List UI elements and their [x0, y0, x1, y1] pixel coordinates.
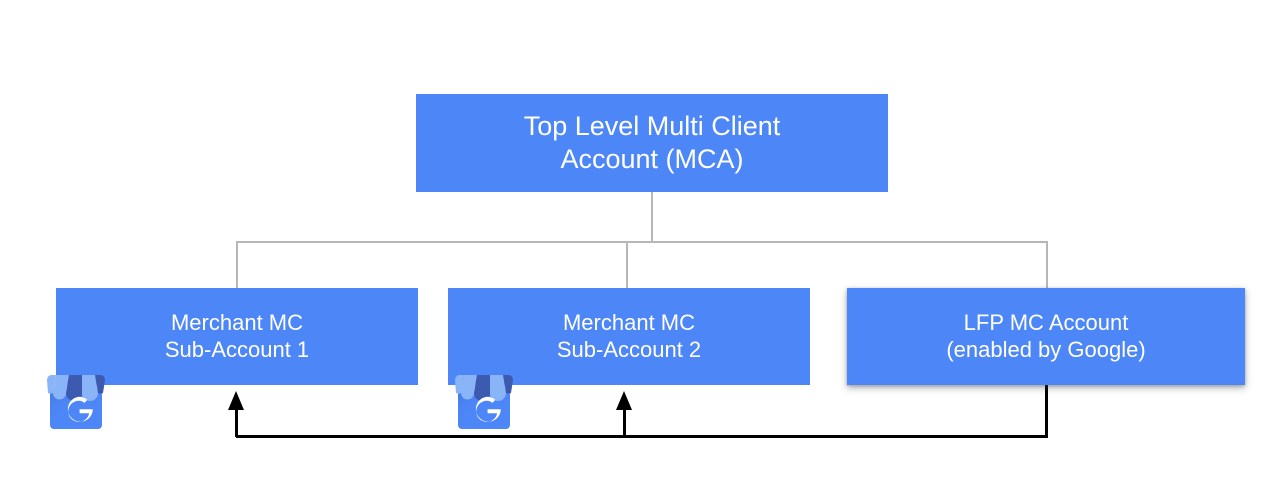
node-top-level-mca[interactable]: Top Level Multi Client Account (MCA): [416, 94, 888, 192]
node-merchant-sub-account-2[interactable]: Merchant MC Sub-Account 2: [448, 288, 810, 385]
connector-drop-lfp: [1046, 241, 1048, 290]
node-merchant-sub-account-1-label: Merchant MC Sub-Account 1: [164, 309, 310, 362]
node-merchant-sub-account-1[interactable]: Merchant MC Sub-Account 1: [56, 288, 418, 385]
connector-mca-stem: [651, 192, 653, 243]
node-top-level-mca-label: Top Level Multi Client Account (MCA): [523, 111, 781, 174]
feedback-arrowhead-sub1: [228, 391, 244, 410]
connector-drop-sub2: [626, 241, 628, 290]
feedback-riser-to-sub1: [235, 405, 238, 437]
node-lfp-mc-account[interactable]: LFP MC Account (enabled by Google): [847, 288, 1245, 385]
google-my-business-icon: [46, 375, 106, 429]
connector-drop-sub1: [236, 241, 238, 290]
feedback-horizontal-line: [236, 435, 1048, 438]
feedback-riser-to-sub2: [623, 405, 626, 437]
feedback-riser-from-lfp: [1045, 385, 1048, 437]
connector-horizontal-bar: [236, 241, 1048, 243]
google-my-business-icon: [454, 375, 514, 429]
feedback-arrowhead-sub2: [616, 391, 632, 410]
node-merchant-sub-account-2-label: Merchant MC Sub-Account 2: [556, 309, 702, 362]
node-lfp-mc-account-label: LFP MC Account (enabled by Google): [946, 309, 1146, 362]
